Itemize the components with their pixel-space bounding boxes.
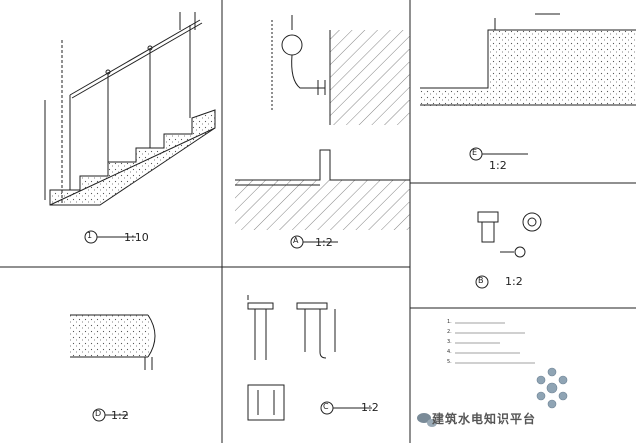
stair-scale: 1:10 xyxy=(124,231,149,244)
detail-d-marker-letter: D xyxy=(95,409,102,418)
watermark-logo xyxy=(536,367,568,409)
detail-c-marker-letter: C xyxy=(323,402,329,411)
detail-d-scale: 1:2 xyxy=(111,409,129,422)
notes-lines xyxy=(455,322,535,364)
detail-e-marker xyxy=(469,147,528,161)
detail-a-scale: 1:2 xyxy=(315,236,333,249)
detail-b-drawing xyxy=(477,211,542,258)
detail-d-marker xyxy=(92,408,128,422)
detail-b-scale: 1:2 xyxy=(505,275,523,288)
detail-b-marker xyxy=(475,275,489,289)
detail-c-marker xyxy=(320,401,372,415)
watermark-text: 建筑水电知识平台 xyxy=(432,412,537,426)
detail-b-marker-letter: B xyxy=(478,276,484,285)
note-line-1: 1. xyxy=(447,319,452,325)
detail-d-drawing xyxy=(70,314,156,370)
stair-marker-number: 1 xyxy=(87,231,93,240)
detail-a-marker xyxy=(290,235,338,249)
stair-elevation xyxy=(44,12,216,206)
detail-e-marker-letter: E xyxy=(472,148,478,157)
detail-a-marker-letter: A xyxy=(293,236,299,245)
watermark-wechat-icon xyxy=(417,413,437,427)
note-line-4: 4. xyxy=(447,349,452,355)
detail-e-scale: 1:2 xyxy=(489,159,507,172)
detail-c-drawing xyxy=(247,295,336,421)
detail-e-drawing xyxy=(420,13,636,106)
stair-title-marker xyxy=(84,230,136,244)
note-line-5: 5. xyxy=(447,359,452,365)
note-line-3: 3. xyxy=(447,339,452,345)
detail-c-scale: 1:2 xyxy=(361,401,379,414)
note-line-2: 2. xyxy=(447,329,452,335)
detail-a-drawing xyxy=(235,15,410,230)
